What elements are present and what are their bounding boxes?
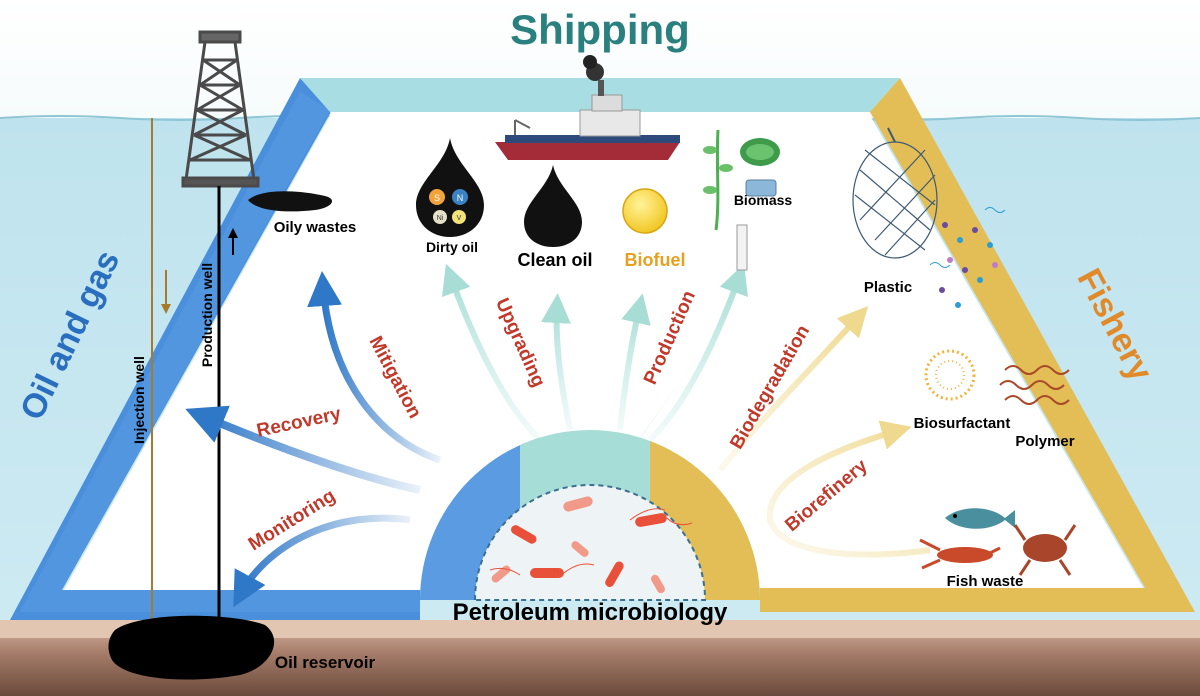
dirty-oil-drop-icon: S N Ni V xyxy=(416,138,484,237)
drop-letter-v: V xyxy=(457,215,462,222)
fish-icon xyxy=(945,508,1015,529)
product-polymer: Polymer xyxy=(1015,433,1074,450)
center-label: Petroleum microbiology xyxy=(453,599,728,626)
recovery-arrow xyxy=(185,405,421,494)
ship-icon xyxy=(495,55,680,160)
biosurfactant-micelle-icon xyxy=(924,349,976,401)
clean-oil-flow-arrow xyxy=(541,293,573,431)
production-well-label: Production well xyxy=(199,263,215,367)
product-dirty-oil: Dirty oil xyxy=(426,239,478,255)
product-oily-wastes: Oily wastes xyxy=(274,219,357,236)
microplastic-icon xyxy=(929,207,1006,308)
polymer-chain-icon xyxy=(999,365,1070,405)
bacteria-icon xyxy=(489,496,693,594)
crab-icon xyxy=(1013,524,1077,576)
drop-letter-n: N xyxy=(457,193,464,203)
product-biomass: Biomass xyxy=(734,192,793,208)
biofuel-flow-arrow xyxy=(617,293,651,431)
oily-waste-icon xyxy=(248,191,333,212)
product-fish-waste: Fish waste xyxy=(947,573,1024,590)
product-clean-oil: Clean oil xyxy=(517,250,592,270)
oil-rig-icon xyxy=(181,30,260,188)
injection-well-label: Injection well xyxy=(131,356,147,444)
dirty-oil-flow-arrow xyxy=(442,263,543,443)
fishery-frame xyxy=(760,78,1195,612)
product-plastic: Plastic xyxy=(864,279,912,296)
product-biofuel: Biofuel xyxy=(625,250,686,270)
fishing-net-icon xyxy=(852,127,938,259)
product-biosurfactant: Biosurfactant xyxy=(914,415,1011,432)
sector-title-shipping: Shipping xyxy=(510,6,690,53)
petroleum-microbiology-dome xyxy=(420,430,760,601)
clean-oil-drop-icon xyxy=(524,165,582,247)
oil-reservoir-label: Oil reservoir xyxy=(275,653,376,672)
drop-letter-s: S xyxy=(434,193,440,203)
biomass-flow-arrow xyxy=(647,263,748,443)
drop-letter-ni: Ni xyxy=(437,215,444,222)
mitigation-arrow xyxy=(307,271,442,464)
biorefinery-arrow xyxy=(766,420,931,558)
biomass-icon xyxy=(703,129,780,271)
monitoring-arrow xyxy=(233,514,411,608)
crayfish-icon xyxy=(919,538,1001,570)
sediment-layer xyxy=(0,620,1200,638)
biodegradation-arrow xyxy=(717,306,869,472)
oil-reservoir-blob xyxy=(108,615,275,680)
biofuel-drop-icon xyxy=(622,188,668,234)
